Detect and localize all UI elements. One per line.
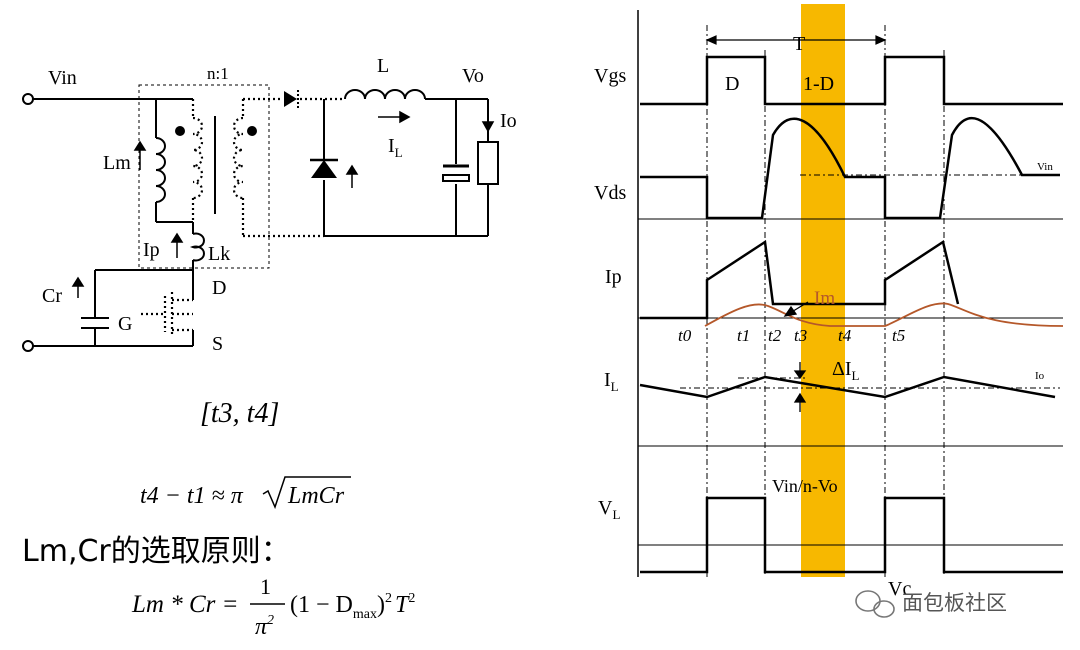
one-minus-d-label: 1-D <box>803 73 834 95</box>
vl-trace <box>640 496 1063 574</box>
transformer-box <box>138 84 270 269</box>
ip-label: Ip <box>605 266 622 288</box>
current-arrows <box>71 107 495 298</box>
vgs-trace <box>640 55 1063 106</box>
vds-label: Vds <box>594 182 626 204</box>
transformer-and-switch-dotted <box>138 84 345 336</box>
sel-denominator: π2 <box>255 613 274 640</box>
waveform-panel: Vgs Vds Ip IL VL T D 1-D Vin Im Io ΔIL V… <box>594 4 1064 600</box>
vds-trace <box>640 116 1060 220</box>
resonance-lhs: t4 − t1 ≈ π <box>140 483 244 509</box>
vgs-label: Vgs <box>594 65 626 87</box>
lk-inductor <box>189 232 205 262</box>
wechat-icon <box>855 590 895 618</box>
watermark: 面包板社区 <box>855 590 1007 618</box>
time-labels: t0 t1 t2 t3 t4 t5 <box>678 326 905 345</box>
ip-trace <box>640 239 960 320</box>
lk-label: Lk <box>208 243 230 265</box>
t4-label: t4 <box>838 326 852 345</box>
primary-dot <box>175 126 185 136</box>
interval-label: [t3, t4] <box>200 398 279 429</box>
output-cap-bottom <box>442 174 470 182</box>
output-diode <box>284 91 297 107</box>
time-markers <box>680 25 1060 577</box>
circuit-labels: Vin n:1 L Vo Io Lm IL Ip Lk Cr D G S <box>42 55 517 355</box>
output-stage <box>323 89 499 237</box>
sqrt-argument: LmCr <box>287 483 345 509</box>
period-arrow <box>705 35 887 45</box>
flyback-circuit <box>22 93 205 352</box>
vin-small-label: Vin <box>1037 161 1053 173</box>
source-label: S <box>212 333 223 355</box>
ratio-label: n:1 <box>207 64 229 83</box>
ip-circuit-label: Ip <box>143 239 160 261</box>
waveform-arrows <box>783 301 809 412</box>
load-resistor <box>477 141 499 185</box>
vl-label: VL <box>598 497 620 522</box>
sel-lhs: Lm * Cr = <box>131 591 238 618</box>
t1-label: t1 <box>737 326 750 345</box>
highlight-band <box>801 4 845 577</box>
duty-label: D <box>725 73 739 95</box>
t5-label: t5 <box>892 326 905 345</box>
selection-title: Lm,Cr的选取原则： <box>22 534 291 569</box>
t0-label: t0 <box>678 326 692 345</box>
lm-label: Lm <box>103 152 131 174</box>
l-inductor <box>344 89 426 100</box>
vc-label: Vc <box>888 578 911 600</box>
watermark-text: 面包板社区 <box>902 591 1007 615</box>
il-circuit-label: IL <box>388 135 403 160</box>
vin-terminal <box>22 93 34 105</box>
inductor-l-label: L <box>377 55 389 77</box>
waveform-labels: Vgs Vds Ip IL VL T D 1-D Vin Im Io ΔIL V… <box>594 33 1053 600</box>
delta-il-label: ΔIL <box>832 358 860 383</box>
freewheel-diode <box>311 160 337 178</box>
cr-label: Cr <box>42 285 62 307</box>
lm-inductor <box>155 137 166 203</box>
gate-label: G <box>118 313 132 335</box>
io-label: Io <box>500 110 517 132</box>
vin-n-vo-label: Vin/n-Vo <box>772 476 838 496</box>
resonance-formula: t4 − t1 ≈ π LmCr <box>140 476 351 510</box>
io-small-label: Io <box>1035 370 1045 382</box>
secondary-dot <box>247 126 257 136</box>
sel-numerator: 1 <box>260 574 271 599</box>
vin-label: Vin <box>48 67 77 89</box>
t3-label: t3 <box>794 326 807 345</box>
t2-label: t2 <box>768 326 782 345</box>
ground-terminal <box>22 340 34 352</box>
period-label: T <box>793 33 805 55</box>
sqrt-symbol <box>262 476 351 510</box>
im-trace <box>704 302 1064 327</box>
il-trace <box>639 375 1056 399</box>
vo-label: Vo <box>462 65 484 87</box>
waveform-traces <box>639 55 1063 574</box>
drain-label: D <box>212 277 226 299</box>
im-label: Im <box>814 288 835 309</box>
row-separators <box>638 218 1063 546</box>
il-label: IL <box>604 369 619 394</box>
